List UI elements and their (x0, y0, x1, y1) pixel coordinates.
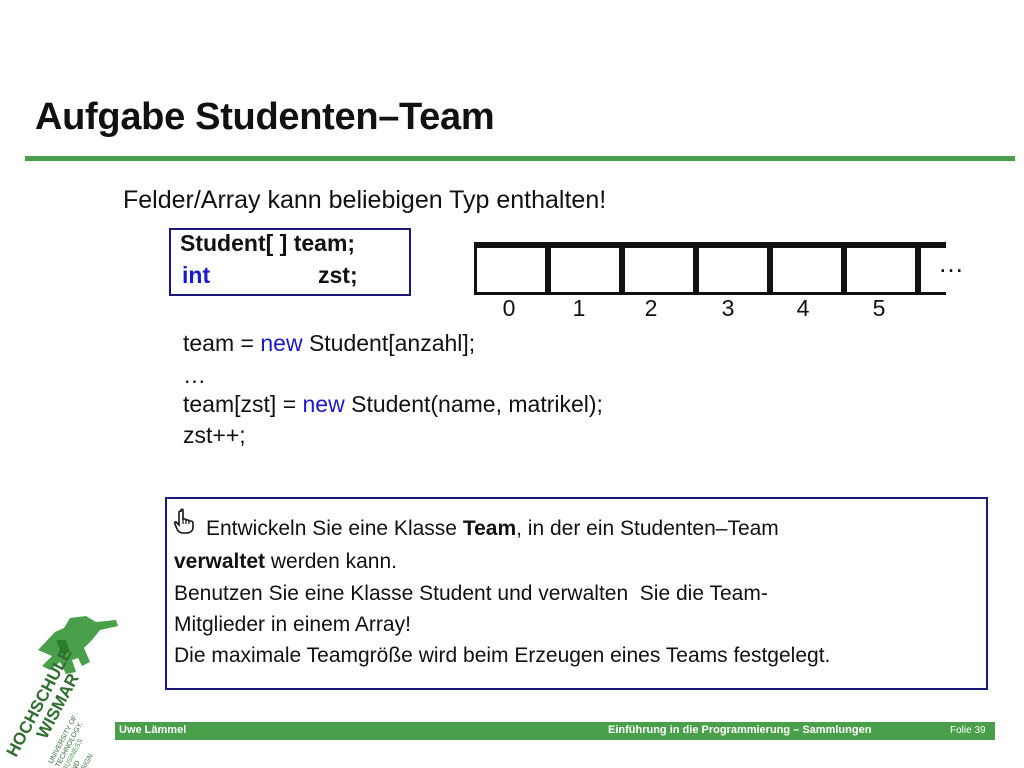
slide-title: Aufgabe Studenten–Team (35, 96, 495, 138)
code-line-2: … (183, 362, 206, 388)
code-text: Student(name, matrikel); (344, 391, 603, 417)
array-cell (770, 245, 844, 295)
declaration-var-zst: zst; (318, 262, 358, 288)
declaration-box (169, 228, 411, 296)
intro-text: Felder/Array kann beliebigen Typ enthalt… (123, 186, 607, 214)
array-index: 0 (502, 295, 516, 321)
array-cell (844, 245, 918, 295)
array-index: 1 (572, 295, 586, 321)
array-index: 2 (644, 295, 658, 321)
logo-sub-4: AND (69, 760, 82, 768)
array-ellipsis: … (938, 248, 967, 278)
declaration-keyword-int: int (182, 262, 211, 288)
array-top-line (474, 242, 946, 245)
array-cell (548, 245, 622, 295)
task-line-5: Die maximale Teamgröße wird beim Erzeuge… (174, 644, 831, 667)
declaration-line-1: Student[ ] team; (180, 230, 356, 256)
task-bold-verwaltet: verwaltet (174, 550, 266, 573)
task-line-1: Entwickeln Sie eine Klasse Team, in der … (206, 517, 779, 541)
code-keyword-new: new (302, 391, 345, 417)
task-bold-team: Team (462, 517, 517, 540)
array-cell (622, 245, 696, 295)
code-text: Student[anzahl]; (302, 330, 476, 356)
array-cell (474, 245, 548, 295)
logo-figure (38, 616, 118, 674)
task-text: , in der ein Studenten–Team (516, 517, 779, 540)
footer-slide-number: Folie 39 (950, 725, 986, 736)
task-line-4: Mitglieder in einem Array! (174, 613, 411, 636)
array-index: 5 (872, 295, 886, 321)
task-box (165, 497, 988, 690)
code-text: team = (183, 330, 261, 356)
code-keyword-new: new (260, 330, 303, 356)
footer-bar (115, 722, 995, 740)
task-text: Entwickeln Sie eine Klasse (206, 517, 463, 540)
array-cell-open (918, 245, 946, 295)
code-text: team[zst] = (183, 391, 303, 417)
array-index: 3 (721, 295, 735, 321)
task-line-2: verwaltet werden kann. (174, 550, 397, 574)
title-divider (25, 156, 1015, 161)
hochschule-wismar-logo: HOCHSCHULE WISMAR UNIVERSITY OF TECHNOLO… (3, 616, 118, 768)
array-index: 4 (796, 295, 810, 321)
footer-author: Uwe Lämmel (119, 724, 187, 736)
code-line-4: zst++; (183, 422, 246, 448)
task-text: werden kann. (265, 550, 397, 573)
task-line-3: Benutzen Sie eine Klasse Student und ver… (174, 582, 768, 605)
footer-course-title: Einführung in die Programmierung – Samml… (608, 724, 872, 736)
code-line-3: team[zst] = new Student(name, matrikel); (183, 391, 603, 418)
array-cell (696, 245, 770, 295)
pointing-hand-icon (173, 508, 194, 534)
code-line-1: team = new Student[anzahl]; (183, 330, 475, 357)
